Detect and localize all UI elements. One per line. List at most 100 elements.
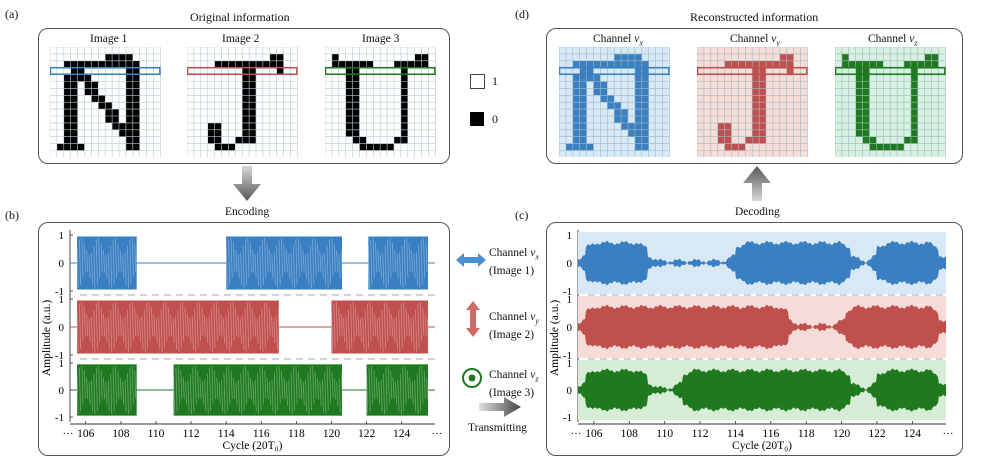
pixel-cell <box>345 129 353 137</box>
pixel-cell <box>132 74 140 82</box>
pixel-cell <box>352 109 360 116</box>
pixel-cell <box>214 60 222 68</box>
pixel-cell <box>84 74 92 82</box>
pixel-cell <box>359 143 367 151</box>
decoded-envelope <box>578 304 946 350</box>
pixel-cell <box>579 143 587 151</box>
signal-envelope <box>226 236 342 290</box>
pixel-cell <box>249 116 256 123</box>
reconstructed-title: Reconstructed information <box>690 10 819 24</box>
transmitting-label: Transmitting <box>468 422 528 434</box>
pixel-cell <box>759 60 766 68</box>
y-tick-label: 1 <box>567 294 573 306</box>
pixel-cell <box>91 60 99 68</box>
pixel-cell <box>621 109 628 116</box>
pixel-cell <box>70 60 78 68</box>
pixel-cell <box>125 102 133 110</box>
y-tick-label: -1 <box>55 412 64 424</box>
pixel-cell <box>400 136 408 144</box>
pixel-cell <box>779 60 787 68</box>
pixel-cell <box>607 102 615 110</box>
x-tick-label: 110 <box>656 428 673 440</box>
pixel-cell <box>786 60 794 68</box>
pixel-cell <box>759 122 766 130</box>
pixel-cell <box>786 53 794 61</box>
pixel-cell <box>84 81 92 89</box>
pixel-cell <box>125 60 133 68</box>
pixel-cell <box>119 122 126 130</box>
image-3-caption: Image 3 <box>362 33 400 45</box>
pixel-cell <box>228 143 236 151</box>
double-arrow-vertical-icon <box>466 301 480 337</box>
pixel-cell <box>345 122 353 130</box>
pixel-cell <box>269 53 277 61</box>
pixel-cell <box>249 129 256 137</box>
pixel-cell <box>621 53 628 61</box>
selected-row-outline <box>187 66 298 76</box>
pixel-cell <box>63 60 71 68</box>
panel-label-b: (b) <box>5 208 19 222</box>
pixel-cell <box>614 53 622 61</box>
transmitting-arrow-icon <box>479 397 521 417</box>
pixel-cell <box>752 74 760 82</box>
y-tick-label: 1 <box>59 294 65 306</box>
pixel-cell <box>56 143 64 151</box>
pixel-cell <box>63 143 71 151</box>
pixel-cell <box>125 109 133 116</box>
pixel-cell <box>738 60 746 68</box>
pixel-cell <box>242 109 250 116</box>
pixel-cell <box>752 102 760 110</box>
pixel-cell <box>904 136 911 144</box>
pixel-cell <box>572 74 580 82</box>
channel-x-legend: Channel vx (Image 1) <box>489 247 539 278</box>
channel-x-grid <box>559 47 670 157</box>
image-2-grid <box>187 47 298 157</box>
x-tick-label: 110 <box>148 428 165 440</box>
x-tick-label: 118 <box>288 428 305 440</box>
pixel-cell <box>759 109 766 116</box>
pixel-cell <box>910 116 918 123</box>
double-arrow-horizontal-icon <box>456 253 486 267</box>
pixel-cell <box>862 60 870 68</box>
pixel-cell <box>752 122 760 130</box>
signal-envelope <box>173 364 342 416</box>
pixel-cell <box>249 74 256 82</box>
pixel-cell <box>593 81 601 89</box>
pixel-cell <box>91 95 99 103</box>
pixel-cell <box>745 60 753 68</box>
pixel-cell <box>249 67 256 75</box>
y-tick-label: 1 <box>567 358 573 370</box>
selected-row-outline <box>50 66 161 76</box>
pixel-cell <box>572 81 580 89</box>
pixel-cell <box>70 102 78 110</box>
pixel-cell <box>98 102 106 110</box>
channel-z-legend: Channel vz (Image 3) <box>489 369 539 400</box>
pixel-cell <box>924 60 932 68</box>
x-tick-label: 116 <box>253 428 270 440</box>
pixel-cell <box>641 95 649 103</box>
pixel-cell <box>105 116 113 123</box>
pixel-cell <box>759 88 766 96</box>
pixel-cell <box>724 129 732 137</box>
carrier-texture <box>76 365 137 415</box>
pixel-cell <box>400 74 408 82</box>
pixel-cell <box>572 129 580 137</box>
pixel-cell <box>910 81 918 89</box>
pixel-cell <box>249 60 256 68</box>
pixel-cell <box>380 143 388 151</box>
pixel-cell <box>883 143 891 151</box>
pixel-cell <box>352 129 360 137</box>
pixel-cell <box>759 67 766 75</box>
pixel-cell <box>572 136 580 144</box>
pixel-cell <box>628 60 635 68</box>
pixel-cell <box>352 60 360 68</box>
pixel-cell <box>579 116 587 123</box>
pixel-cell <box>910 95 918 103</box>
carrier-texture <box>76 238 137 289</box>
pixel-cell <box>572 88 580 96</box>
signal-envelope <box>366 364 428 416</box>
pixel-cell <box>63 116 71 123</box>
pixel-cell <box>634 143 642 151</box>
pixel-cell <box>621 122 628 130</box>
pixel-cell <box>345 67 353 75</box>
